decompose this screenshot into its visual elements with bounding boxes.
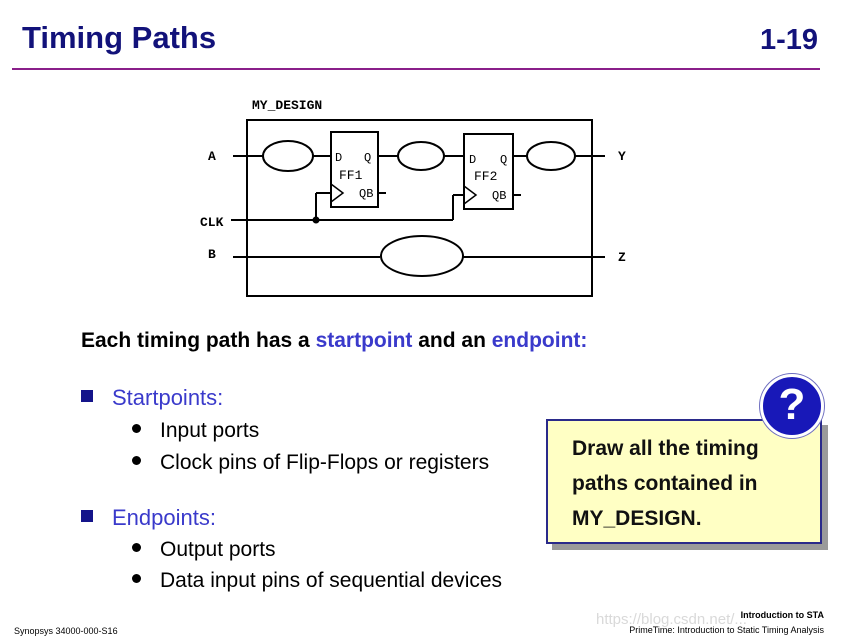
ff2-qb-pin: QB	[492, 189, 506, 203]
bullet-icon	[132, 543, 141, 552]
ff2-q-pin: Q	[500, 153, 507, 167]
logic-cloud-3	[526, 141, 576, 171]
ff1-d-pin: D	[335, 151, 342, 165]
port-b-label: B	[208, 247, 216, 262]
design-boundary	[246, 119, 593, 297]
ff2-d-pin: D	[469, 153, 476, 167]
watermark: https://blog.csdn.net/...	[596, 611, 747, 628]
list-item: Input ports	[132, 419, 259, 443]
circuit-diagram: MY_DESIGN A CLK B Y Z D Q FF1 QB D Q FF2…	[200, 98, 626, 297]
ff1-qb-pin: QB	[359, 187, 373, 201]
headline: Each timing path has a startpoint and an…	[81, 329, 587, 353]
ff1-name: FF1	[339, 168, 363, 183]
bullet-icon	[132, 456, 141, 465]
ff2-box	[463, 133, 514, 210]
ff1-q-pin: Q	[364, 151, 371, 165]
ff2-name: FF2	[474, 169, 497, 184]
list-item: Data input pins of sequential devices	[132, 569, 502, 593]
headline-endpoint: endpoint	[491, 329, 581, 352]
logic-cloud-2	[397, 141, 445, 171]
question-line: paths contained in	[572, 472, 758, 495]
ff1-box	[330, 131, 379, 208]
question-box: Draw all the timing paths contained in M…	[546, 419, 822, 544]
question-mark-icon: ?	[760, 374, 824, 438]
list-item-text: Input ports	[160, 419, 260, 442]
question-line: Draw all the timing	[572, 437, 759, 460]
footer-course-code: Synopsys 34000-000-S16	[14, 626, 118, 636]
section-startpoints: Startpoints:	[81, 385, 223, 411]
square-bullet-icon	[81, 390, 93, 402]
question-line: MY_DESIGN.	[572, 507, 702, 530]
port-z-label: Z	[618, 250, 626, 265]
title-divider	[12, 68, 820, 70]
port-clk-label: CLK	[200, 215, 224, 230]
footer-course-title: PrimeTime: Introduction to Static Timing…	[629, 625, 824, 635]
logic-cloud-4	[380, 235, 464, 277]
list-item: Clock pins of Flip-Flops or registers	[132, 451, 489, 475]
list-item-text: Data input pins of sequential devices	[160, 569, 503, 592]
port-y-label: Y	[618, 149, 626, 164]
headline-suffix: :	[580, 329, 588, 352]
logic-cloud-1	[262, 140, 314, 172]
port-a-label: A	[208, 149, 216, 164]
headline-mid: and an	[412, 329, 492, 352]
slide-number: 1-19	[759, 24, 818, 56]
ff1-clock-triangle	[330, 183, 345, 203]
clk-junction	[312, 216, 320, 224]
list-item-text: Output ports	[160, 538, 276, 561]
section-label: Startpoints:	[112, 385, 224, 410]
list-item-text: Clock pins of Flip-Flops or registers	[160, 451, 490, 474]
square-bullet-icon	[81, 510, 93, 522]
footer-section: Introduction to STA	[740, 610, 824, 620]
bullet-icon	[132, 574, 141, 583]
bullet-icon	[132, 424, 141, 433]
headline-startpoint: startpoint	[315, 329, 413, 352]
ff2-clock-triangle	[463, 185, 478, 205]
question-text: Draw all the timing paths contained in M…	[572, 431, 759, 536]
slide-title: Timing Paths	[22, 20, 217, 55]
design-name-label: MY_DESIGN	[252, 98, 322, 113]
section-endpoints: Endpoints:	[81, 505, 216, 531]
list-item: Output ports	[132, 538, 276, 562]
section-label: Endpoints:	[112, 505, 216, 530]
headline-prefix: Each timing path has a	[81, 329, 316, 352]
